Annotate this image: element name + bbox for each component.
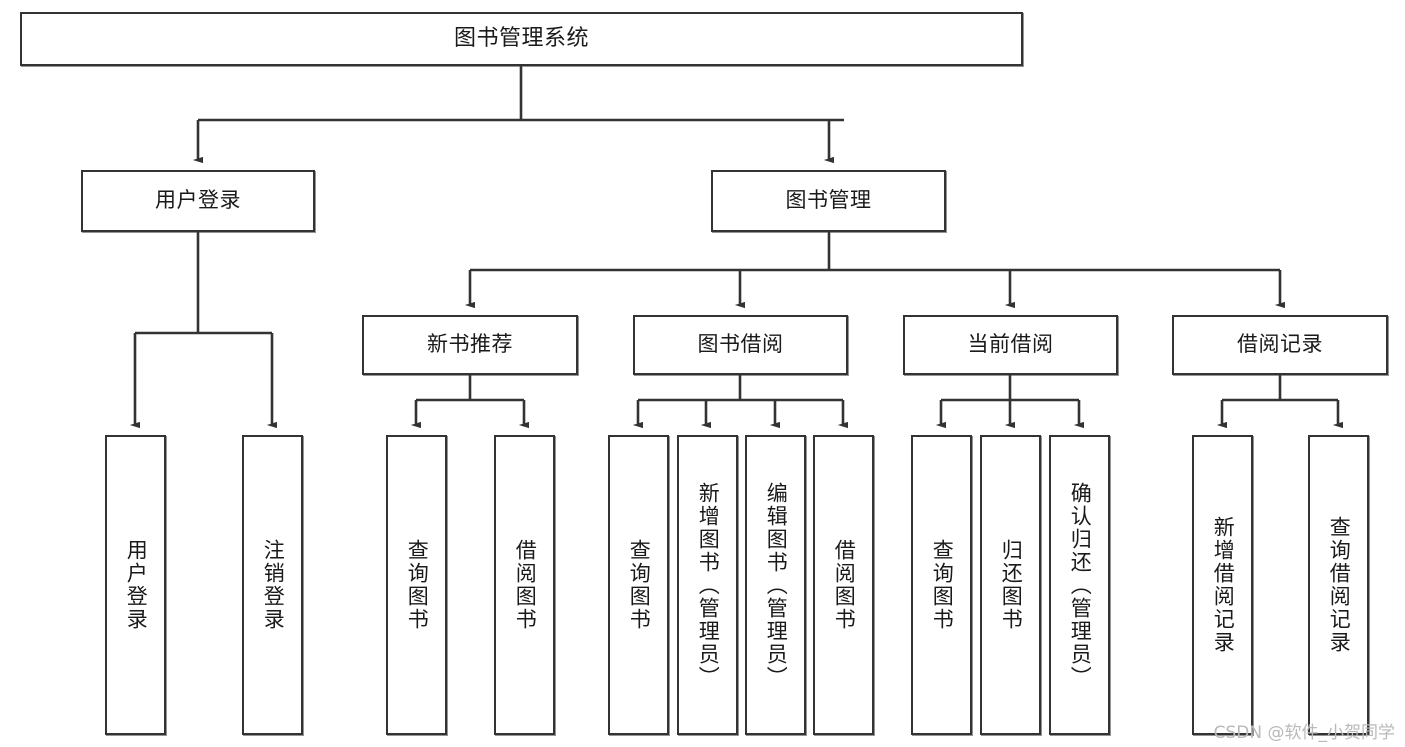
node-label: 编辑图书（管理员） [764,481,789,689]
leaf-logout-login[interactable]: 注销登录 [242,435,303,735]
node-label: 用户登录 [155,188,241,213]
leaf-book-borrow-borrow-book[interactable]: 借阅图书 [813,435,874,735]
leaf-current-borrow-query-book[interactable]: 查询图书 [911,435,972,735]
leaf-borrow-record-add-record[interactable]: 新增借阅记录 [1192,435,1253,735]
leaf-user-login[interactable]: 用户登录 [105,435,166,735]
node-label: 确认归还（管理员） [1068,481,1093,689]
node-user-login[interactable]: 用户登录 [81,170,315,232]
node-label: 新增借阅记录 [1211,516,1236,654]
leaf-new-book-query-book[interactable]: 查询图书 [386,435,447,735]
node-label: 查询借阅记录 [1327,516,1352,654]
node-label: 图书借阅 [697,332,784,357]
node-label: 查询图书 [405,539,430,631]
leaf-borrow-record-query-record[interactable]: 查询借阅记录 [1308,435,1369,735]
leaf-new-book-borrow-book[interactable]: 借阅图书 [494,435,555,735]
node-current-borrow[interactable]: 当前借阅 [903,315,1118,375]
node-label: 归还图书 [999,539,1024,631]
node-new-book-recommend[interactable]: 新书推荐 [362,315,578,375]
node-label: 查询图书 [627,539,652,631]
leaf-current-borrow-confirm-return-admin[interactable]: 确认归还（管理员） [1049,435,1110,735]
node-label: 图书管理 [785,188,872,213]
node-label: 借阅图书 [513,539,538,631]
leaf-book-borrow-add-book-admin[interactable]: 新增图书（管理员） [677,435,738,735]
node-label: 查询图书 [930,539,955,631]
node-label: 新增图书（管理员） [696,481,721,689]
csdn-watermark: CSDN @软件_小贺同学 [1213,723,1395,743]
node-label: 图书管理系统 [453,25,589,51]
leaf-current-borrow-return-book[interactable]: 归还图书 [980,435,1041,735]
node-label: 用户登录 [124,539,149,631]
node-book-borrow[interactable]: 图书借阅 [633,315,848,375]
node-label: 注销登录 [261,539,286,631]
leaf-book-borrow-edit-book-admin[interactable]: 编辑图书（管理员） [745,435,806,735]
node-label: 借阅图书 [832,539,857,631]
node-root-book-management-system[interactable]: 图书管理系统 [20,12,1023,66]
node-label: 当前借阅 [967,332,1054,357]
node-label: 新书推荐 [427,332,513,357]
leaf-book-borrow-query-book[interactable]: 查询图书 [608,435,669,735]
node-book-management[interactable]: 图书管理 [711,170,946,232]
node-borrow-record[interactable]: 借阅记录 [1172,315,1388,375]
node-label: 借阅记录 [1237,332,1323,357]
